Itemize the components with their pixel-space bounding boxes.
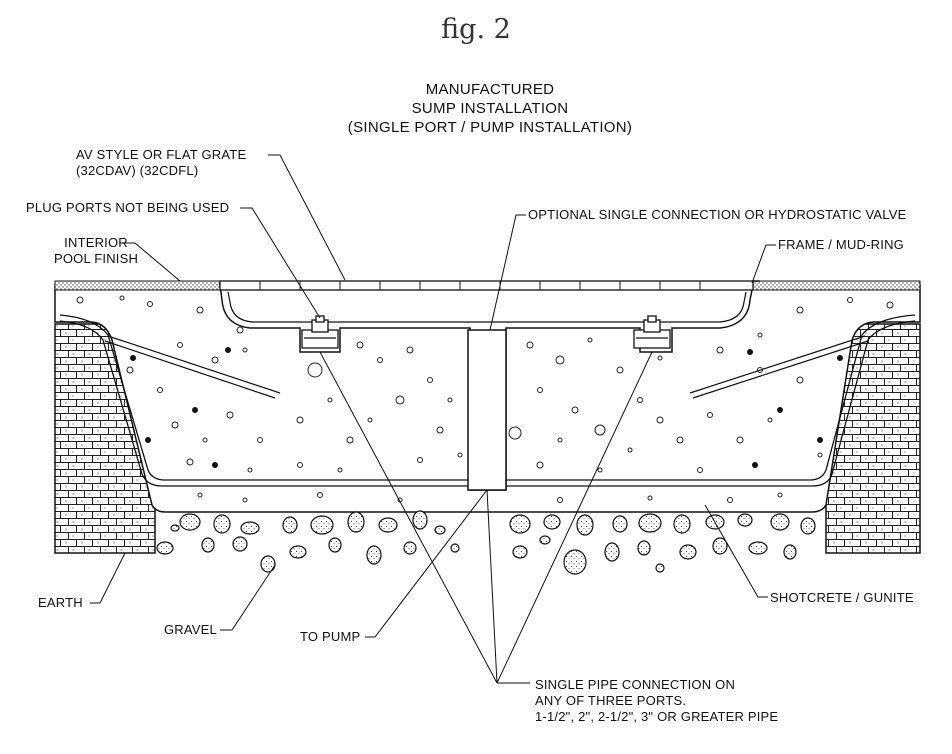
label-av-grate-line-1: AV STYLE OR FLAT GRATE	[76, 147, 247, 162]
label-pipe-line-2: ANY OF THREE PORTS.	[535, 693, 687, 708]
grate	[219, 280, 754, 291]
label-frame-mud-ring: FRAME / MUD-RING	[778, 237, 904, 252]
label-earth: EARTH	[38, 595, 83, 610]
label-shotcrete: SHOTCRETE / GUNITE	[770, 590, 914, 605]
gravel	[156, 510, 816, 575]
label-gravel: GRAVEL	[164, 622, 217, 637]
drawing-heading: MANUFACTURED SUMP INSTALLATION (SINGLE P…	[280, 80, 700, 137]
label-to-pump: TO PUMP	[300, 629, 361, 644]
label-av-grate-line-2: (32CDAV) (32CDFL)	[76, 163, 199, 178]
heading-line-2: SUMP INSTALLATION	[411, 100, 569, 117]
label-pipe-line-1: SINGLE PIPE CONNECTION ON	[535, 677, 736, 692]
label-plug-ports: PLUG PORTS NOT BEING USED	[26, 200, 230, 215]
plug-port-right	[633, 315, 671, 349]
leader-lines	[90, 154, 776, 684]
label-interior-line-2: POOL FINISH	[54, 251, 139, 266]
label-pipe-connection: SINGLE PIPE CONNECTION ON ANY OF THREE P…	[535, 677, 778, 725]
center-pipe	[467, 329, 507, 491]
label-av-grate: AV STYLE OR FLAT GRATE (32CDAV) (32CDFL)	[76, 147, 246, 179]
label-interior-finish: INTERIOR POOL FINISH	[54, 235, 138, 267]
rebar-sections	[130, 347, 843, 468]
plug-port-left	[301, 315, 339, 349]
figure-title: fig. 2	[441, 14, 511, 45]
concrete-aggregate	[76, 295, 894, 503]
heading-line-1: MANUFACTURED	[425, 81, 555, 98]
heading-line-3: (SINGLE PORT / PUMP INSTALLATION)	[347, 119, 633, 136]
label-optional-connection: OPTIONAL SINGLE CONNECTION OR HYDROSTATI…	[528, 207, 907, 222]
label-pipe-line-3: 1-1/2", 2", 2-1/2", 3" OR GREATER PIPE	[535, 709, 779, 724]
label-interior-line-1: INTERIOR	[64, 235, 128, 250]
